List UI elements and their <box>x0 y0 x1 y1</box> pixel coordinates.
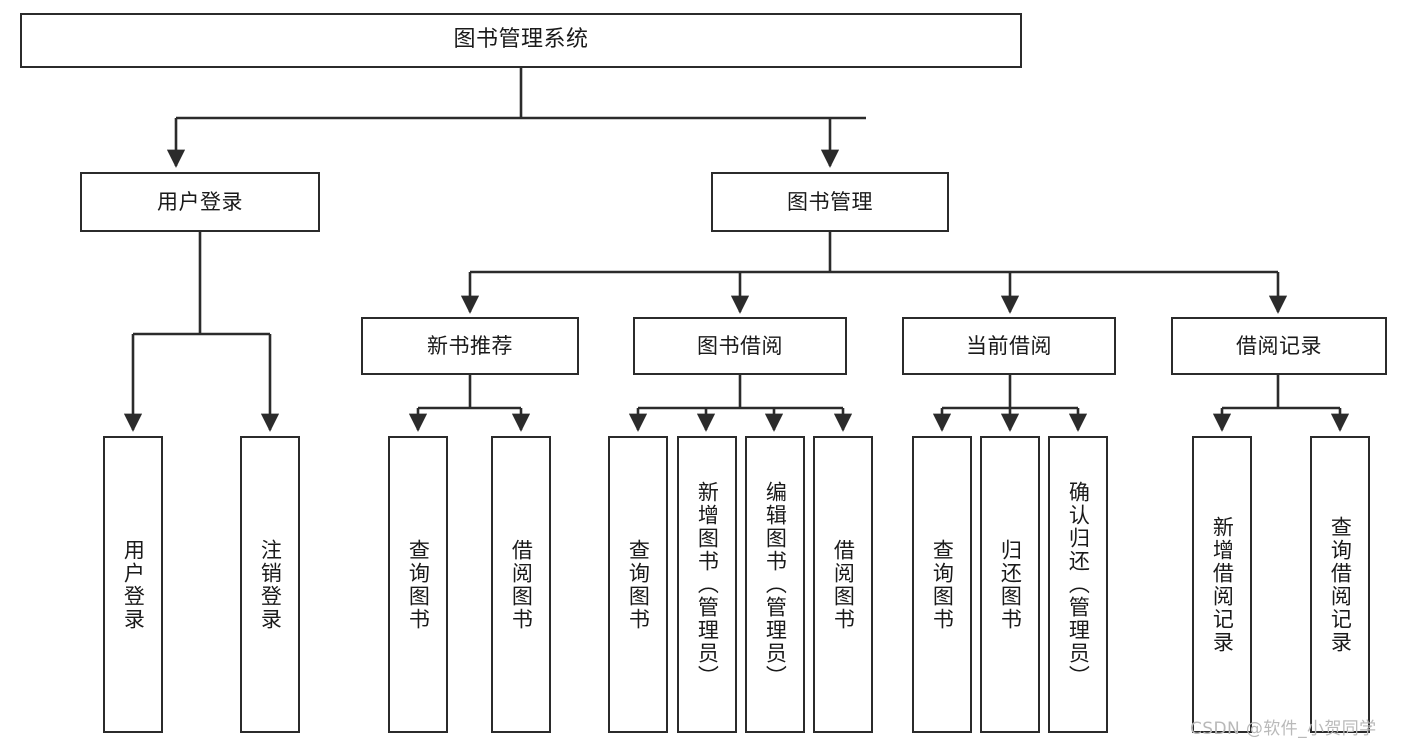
leaf-borrow-book[interactable]: 借阅图书 <box>813 436 873 733</box>
node-label: 借阅图书 <box>509 538 534 631</box>
leaf-return-book[interactable]: 归还图书 <box>980 436 1040 733</box>
node-label: 借阅图书 <box>831 538 856 631</box>
node-label: 新增借阅记录 <box>1210 515 1235 654</box>
node-book-management[interactable]: 图书管理 <box>711 172 949 232</box>
node-label: 查询借阅记录 <box>1328 515 1353 654</box>
node-label: 编辑图书（管理员） <box>763 481 788 688</box>
leaf-query-book-borrow[interactable]: 查询图书 <box>608 436 668 733</box>
node-label: 查询图书 <box>406 538 431 631</box>
leaf-user-login[interactable]: 用户登录 <box>103 436 163 733</box>
node-root-book-management-system[interactable]: 图书管理系统 <box>20 13 1022 68</box>
node-label: 图书管理系统 <box>453 27 589 53</box>
node-borrow-record[interactable]: 借阅记录 <box>1171 317 1387 375</box>
node-new-book-recommend[interactable]: 新书推荐 <box>361 317 579 375</box>
node-label: 借阅记录 <box>1236 333 1322 358</box>
node-label: 新增图书（管理员） <box>695 481 720 688</box>
leaf-add-borrow-record[interactable]: 新增借阅记录 <box>1192 436 1252 733</box>
leaf-confirm-return-admin[interactable]: 确认归还（管理员） <box>1048 436 1108 733</box>
leaf-borrow-book-recommend[interactable]: 借阅图书 <box>491 436 551 733</box>
csdn-watermark: CSDN @软件_小贺同学 <box>1190 719 1377 739</box>
leaf-query-book-current[interactable]: 查询图书 <box>912 436 972 733</box>
node-label: 归还图书 <box>998 538 1023 631</box>
leaf-edit-book-admin[interactable]: 编辑图书（管理员） <box>745 436 805 733</box>
node-label: 用户登录 <box>121 538 146 631</box>
leaf-query-borrow-record[interactable]: 查询借阅记录 <box>1310 436 1370 733</box>
leaf-query-book-recommend[interactable]: 查询图书 <box>388 436 448 733</box>
node-book-borrow[interactable]: 图书借阅 <box>633 317 847 375</box>
node-label: 图书管理 <box>787 189 873 214</box>
node-label: 注销登录 <box>258 538 283 631</box>
node-label: 当前借阅 <box>966 333 1052 358</box>
node-user-login[interactable]: 用户登录 <box>80 172 320 232</box>
node-label: 图书借阅 <box>697 333 783 358</box>
leaf-add-book-admin[interactable]: 新增图书（管理员） <box>677 436 737 733</box>
node-current-borrow[interactable]: 当前借阅 <box>902 317 1116 375</box>
node-label: 新书推荐 <box>427 333 513 358</box>
node-label: 确认归还（管理员） <box>1066 481 1091 688</box>
leaf-user-logout[interactable]: 注销登录 <box>240 436 300 733</box>
node-label: 用户登录 <box>157 189 243 214</box>
node-label: 查询图书 <box>930 538 955 631</box>
node-label: 查询图书 <box>626 538 651 631</box>
